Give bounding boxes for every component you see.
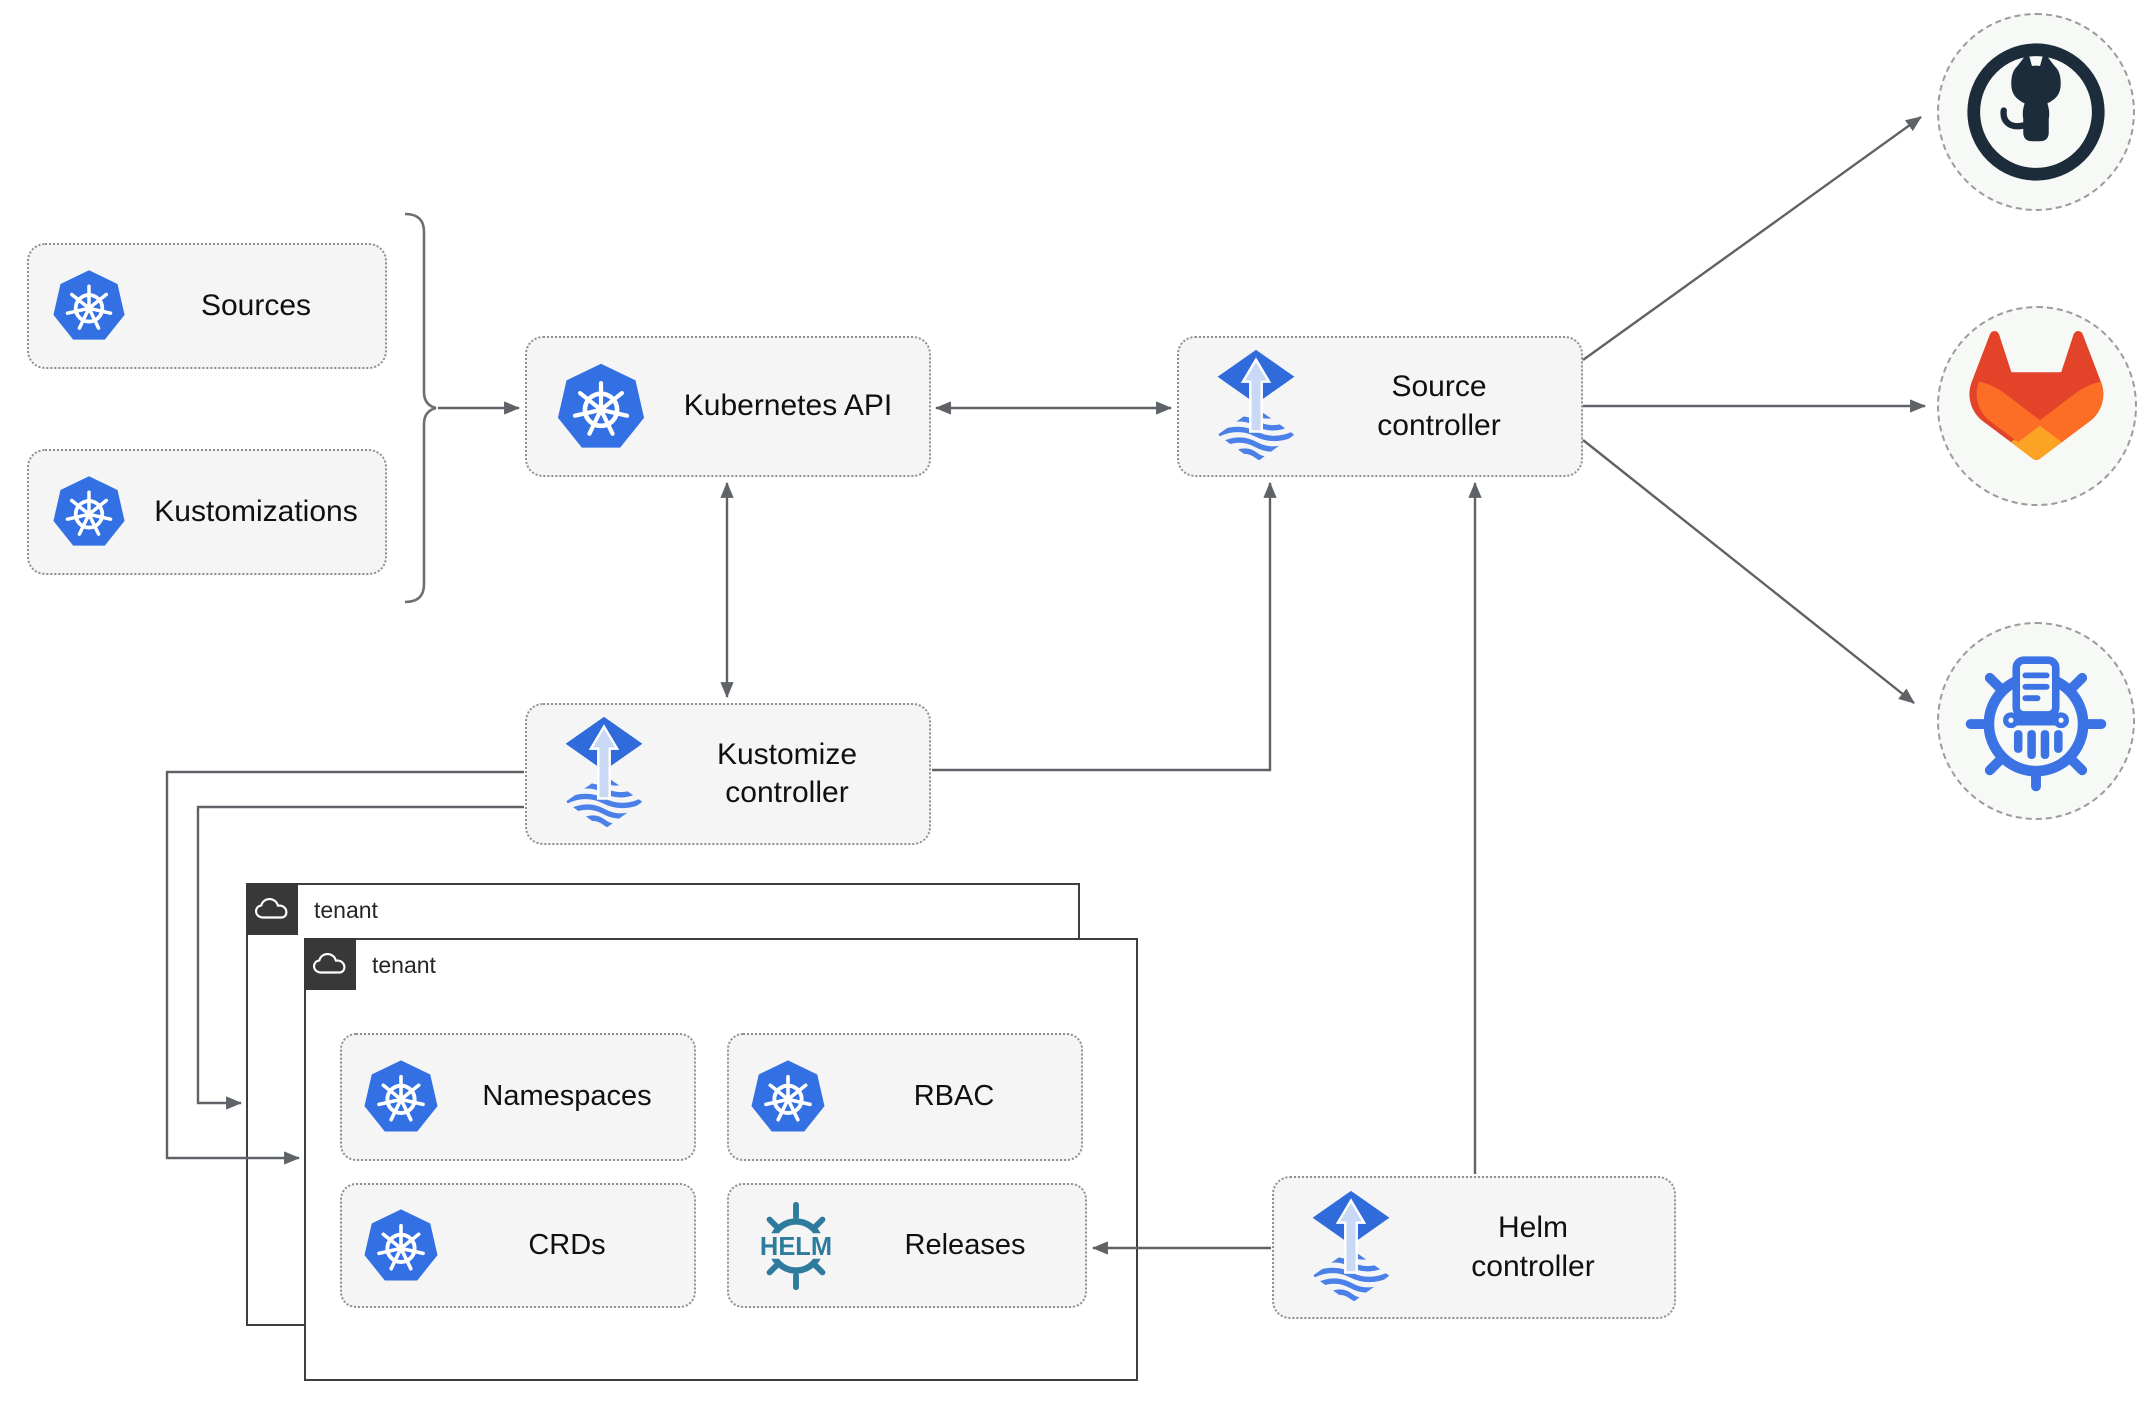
source-controller-node: Source controller — [1177, 336, 1583, 477]
kustomizations-label: Kustomizations — [154, 494, 358, 528]
flux-icon — [563, 716, 645, 832]
sources-node: Sources — [27, 243, 387, 369]
cloud-icon — [312, 951, 348, 976]
kubernetes-icon — [749, 1058, 827, 1136]
edge-kustomize-source — [932, 481, 1277, 772]
rbac-node: RBAC — [727, 1033, 1083, 1161]
kubernetes-icon — [362, 1058, 440, 1136]
kustomize-controller-node: Kustomize controller — [525, 703, 931, 845]
tenant-badge — [303, 937, 356, 990]
tenant-label: tenant — [314, 897, 378, 923]
helm-wordmark: HELM — [760, 1232, 832, 1260]
github-circle — [1937, 13, 2135, 211]
rbac-label: RBAC — [913, 1080, 995, 1113]
edge-source-chartmuseum — [1582, 439, 1915, 704]
kustomize-controller-label: Kustomize controller — [716, 737, 858, 809]
helm-icon: HELM — [756, 1201, 836, 1290]
crds-label: CRDs — [528, 1228, 606, 1261]
flux-icon — [1215, 349, 1297, 465]
flux-icon — [1310, 1190, 1392, 1306]
sources-label: Sources — [200, 288, 312, 322]
kubernetes-api-node: Kubernetes API — [525, 336, 931, 477]
releases-label: Releases — [904, 1228, 1026, 1261]
kustomizations-node: Kustomizations — [27, 449, 387, 575]
gitlab-circle — [1937, 306, 2137, 506]
namespaces-label: Namespaces — [482, 1080, 652, 1113]
kubernetes-icon — [51, 268, 127, 344]
kubernetes-icon — [51, 474, 127, 550]
helm-controller-label: Helm controller — [1471, 1211, 1595, 1283]
chartmuseum-icon — [1965, 656, 2107, 792]
tenant-badge — [245, 882, 298, 935]
tenant-label: tenant — [372, 952, 436, 978]
crds-node: CRDs — [340, 1183, 696, 1308]
kubernetes-icon — [362, 1207, 440, 1285]
cloud-icon — [254, 896, 290, 921]
group-brace — [404, 212, 437, 604]
gitlab-icon — [1969, 331, 2104, 461]
edge-source-github — [1582, 116, 1922, 361]
kubernetes-api-label: Kubernetes API — [683, 389, 893, 423]
github-icon — [1967, 43, 2105, 181]
source-controller-label: Source controller — [1377, 370, 1501, 442]
releases-node: HELM Releases — [727, 1183, 1087, 1308]
chartmuseum-circle — [1937, 622, 2135, 820]
helm-controller-node: Helm controller — [1272, 1176, 1676, 1319]
kubernetes-icon — [555, 361, 647, 453]
namespaces-node: Namespaces — [340, 1033, 696, 1161]
